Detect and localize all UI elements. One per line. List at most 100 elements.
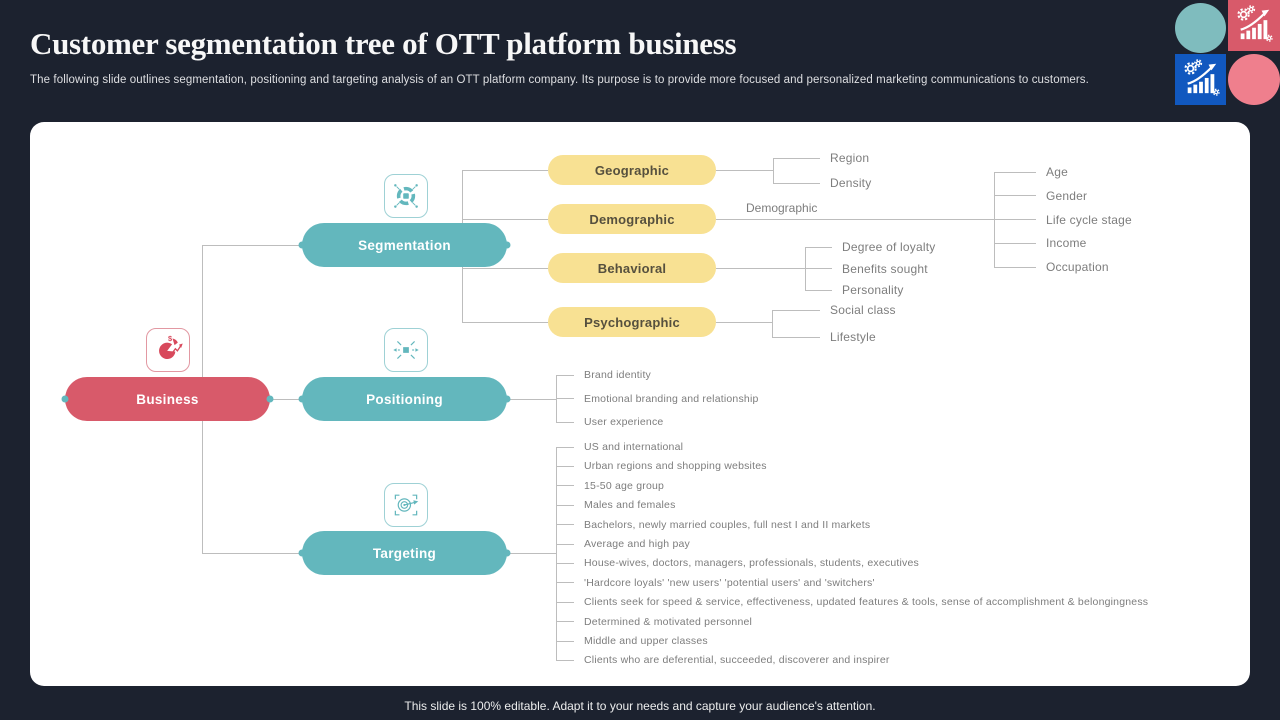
connector-stub <box>994 242 1036 244</box>
connector-bracket <box>772 310 773 338</box>
node-business: Business <box>65 377 270 421</box>
tree-leaf-label: Degree of loyalty <box>842 240 936 254</box>
connector-stub <box>556 446 574 448</box>
connector <box>507 553 556 554</box>
node-geographic: Geographic <box>548 155 716 185</box>
connector <box>202 245 302 246</box>
tree-leaf-label: Income <box>1046 236 1087 251</box>
connector-dot <box>298 549 306 557</box>
tree-leaf-label: Personality <box>842 283 904 297</box>
tree-leaf-row: Personality <box>805 283 904 297</box>
center-burst-icon <box>384 328 428 372</box>
connector-stub <box>556 421 574 423</box>
connector-stub <box>994 219 1036 220</box>
tree-leaf-label: Males and females <box>584 499 676 512</box>
tree-leaf-label: Middle and upper classes <box>584 635 708 647</box>
node-psychographic: Psychographic <box>548 307 716 337</box>
pie-chart-dollar-icon: $ <box>146 328 190 372</box>
connector-stub <box>556 504 574 506</box>
growth-chart-gears-icon <box>1182 58 1220 101</box>
segmented-circle-icon <box>384 174 428 218</box>
tree-leaf-label: Benefits sought <box>842 261 928 276</box>
tree-leaf-row: Benefits sought <box>805 262 928 276</box>
connector-dot <box>298 395 306 403</box>
tree-leaf-row: Social class <box>772 303 896 317</box>
connector-dot <box>266 395 274 403</box>
tree-leaf-label: Lifestyle <box>830 330 876 344</box>
node-label: Geographic <box>594 162 670 178</box>
tree-leaf-label: Social class <box>830 303 896 317</box>
tree-leaf-label: Clients seek for speed & service, effect… <box>584 596 1149 609</box>
connector-stub <box>556 562 574 564</box>
tree-leaf-row: Clients seek for speed & service, effect… <box>556 596 1148 608</box>
connector-dot <box>503 241 511 249</box>
tree-leaf-row: Age <box>994 165 1068 179</box>
tree-leaf-row: Males and females <box>556 499 676 511</box>
tree-leaf-label: US and international <box>584 441 684 453</box>
tree-leaf-row: Emotional branding and relationship <box>556 393 759 405</box>
tree-leaf-label: 'Hardcore loyals' 'new users' 'potential… <box>584 576 875 589</box>
node-label: Demographic <box>589 211 675 227</box>
connector-stub <box>805 268 832 269</box>
connector <box>462 268 548 269</box>
tree-leaf-label: Occupation <box>1046 260 1109 274</box>
tree-leaf-row: Clients who are deferential, succeeded, … <box>556 654 890 666</box>
node-label: Psychographic <box>584 314 680 330</box>
tree-leaf-row: Lifestyle <box>772 330 876 344</box>
decor-red-square <box>1228 0 1280 51</box>
connector-stub <box>772 309 820 311</box>
tree-leaf-label: Determined & motivated personnel <box>584 615 753 628</box>
connector-stub <box>556 524 574 526</box>
tree-leaf-row: Middle and upper classes <box>556 635 708 647</box>
connector-stub <box>773 182 820 184</box>
tree-leaf-label: Gender <box>1046 188 1088 203</box>
tree-leaf-row: User experience <box>556 416 663 428</box>
tree-leaf-label: Emotional branding and relationship <box>584 392 759 405</box>
connector-stub <box>556 465 574 467</box>
node-label: Positioning <box>366 391 443 407</box>
connector <box>507 399 556 400</box>
connector-stub <box>556 582 574 584</box>
connector-dot <box>298 241 306 249</box>
connector-stub <box>805 289 832 291</box>
decor-blue-square <box>1175 54 1226 105</box>
tree-leaf-label: Brand identity <box>584 369 652 381</box>
connector-dot <box>503 549 511 557</box>
node-targeting: Targeting <box>302 531 507 575</box>
node-label: Business <box>136 391 199 407</box>
connector <box>716 322 772 323</box>
connector-dot <box>61 395 69 403</box>
tree-leaf-label: House-wives, doctors, managers, professi… <box>584 557 919 570</box>
connector <box>462 322 548 323</box>
page-title: Customer segmentation tree of OTT platfo… <box>30 26 737 61</box>
node-segmentation: Segmentation <box>302 223 507 267</box>
tree-leaf-label: Urban regions and shopping websites <box>584 460 767 473</box>
connector-stub <box>556 659 574 661</box>
node-label: Targeting <box>372 545 437 561</box>
tree-leaf-row: 'Hardcore loyals' 'new users' 'potential… <box>556 577 875 589</box>
connector-bracket <box>994 172 995 268</box>
tree-leaf-row: Income <box>994 236 1087 250</box>
tree-leaf-row: Urban regions and shopping websites <box>556 460 767 472</box>
svg-text:$: $ <box>168 334 172 343</box>
tree-leaf-row: 15-50 age group <box>556 480 664 492</box>
bullseye-arrow-icon <box>384 483 428 527</box>
connector-stub <box>556 621 574 623</box>
connector <box>462 219 548 220</box>
node-positioning: Positioning <box>302 377 507 421</box>
connector-dot <box>503 395 511 403</box>
tree-leaf-label: Clients who are deferential, succeeded, … <box>584 654 890 667</box>
tree-leaf-label: Bachelors, newly married couples, full n… <box>584 518 871 531</box>
connector-stub <box>556 640 574 642</box>
tree-leaf-row: Bachelors, newly married couples, full n… <box>556 519 870 531</box>
connector-stub <box>556 374 574 376</box>
tree-leaf-label: Average and high pay <box>584 538 690 550</box>
connector-stub <box>556 398 574 400</box>
tree-leaf-row: Life cycle stage <box>994 213 1132 227</box>
tree-leaf-row: Degree of loyalty <box>805 240 935 254</box>
connector-stub <box>556 543 574 545</box>
node-demographic: Demographic <box>548 204 716 234</box>
tree-leaf-label: Age <box>1046 165 1068 179</box>
